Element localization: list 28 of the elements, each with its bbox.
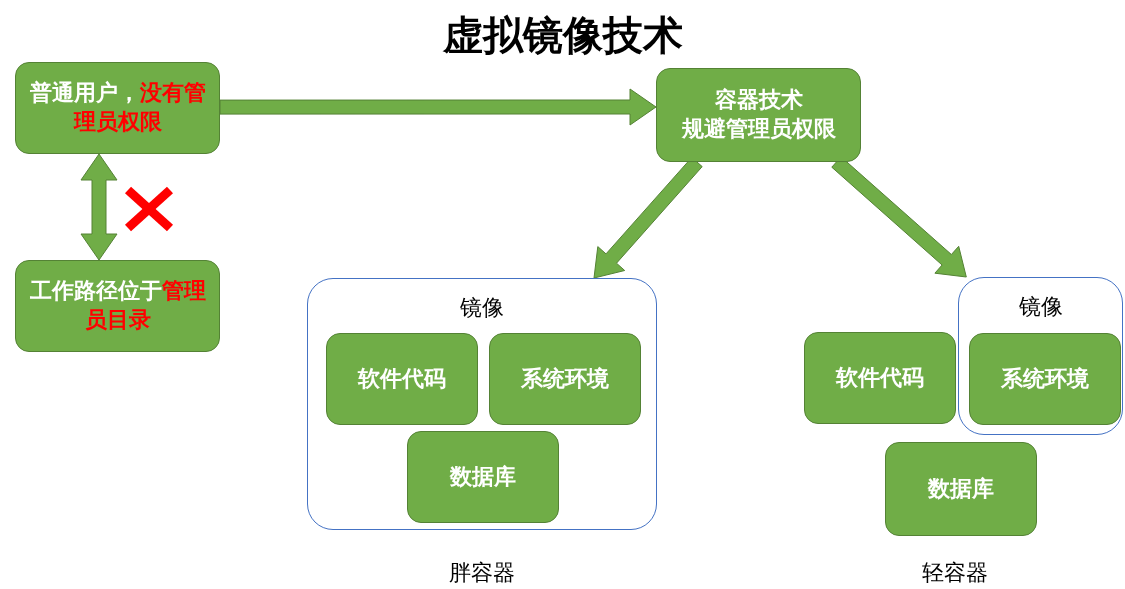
container-caption: 胖容器 (449, 560, 515, 585)
process-box (15, 62, 220, 154)
container-caption: 轻容器 (922, 560, 988, 585)
box-label: 规避管理员权限 (680, 115, 837, 143)
container-frame (307, 278, 657, 530)
box-label: 工作路径位于管理员目录 (28, 277, 207, 334)
box-label: 系统环境 (1000, 364, 1090, 393)
box-label: 数据库 (448, 462, 517, 491)
box-label: 软件代码 (834, 363, 925, 392)
process-box (15, 260, 220, 352)
arrow (219, 88, 657, 126)
process-box (656, 68, 861, 162)
arrow (80, 153, 118, 261)
process-box (407, 431, 559, 523)
box-label: 数据库 (926, 474, 995, 503)
container-heading: 镜像 (1018, 293, 1063, 321)
process-box (885, 442, 1037, 536)
process-box (326, 333, 478, 425)
box-label: 系统环境 (520, 364, 610, 393)
container-frame (958, 277, 1123, 435)
container-heading: 镜像 (460, 294, 504, 322)
title: 虚拟镜像技术 (442, 12, 683, 58)
process-box (969, 333, 1121, 425)
box-label: 容器技术 (713, 86, 804, 115)
box-label: 普通用户，没有管理员权限 (28, 79, 207, 136)
process-box (489, 333, 641, 425)
process-box (804, 332, 956, 424)
box-label: 软件代码 (356, 364, 447, 393)
